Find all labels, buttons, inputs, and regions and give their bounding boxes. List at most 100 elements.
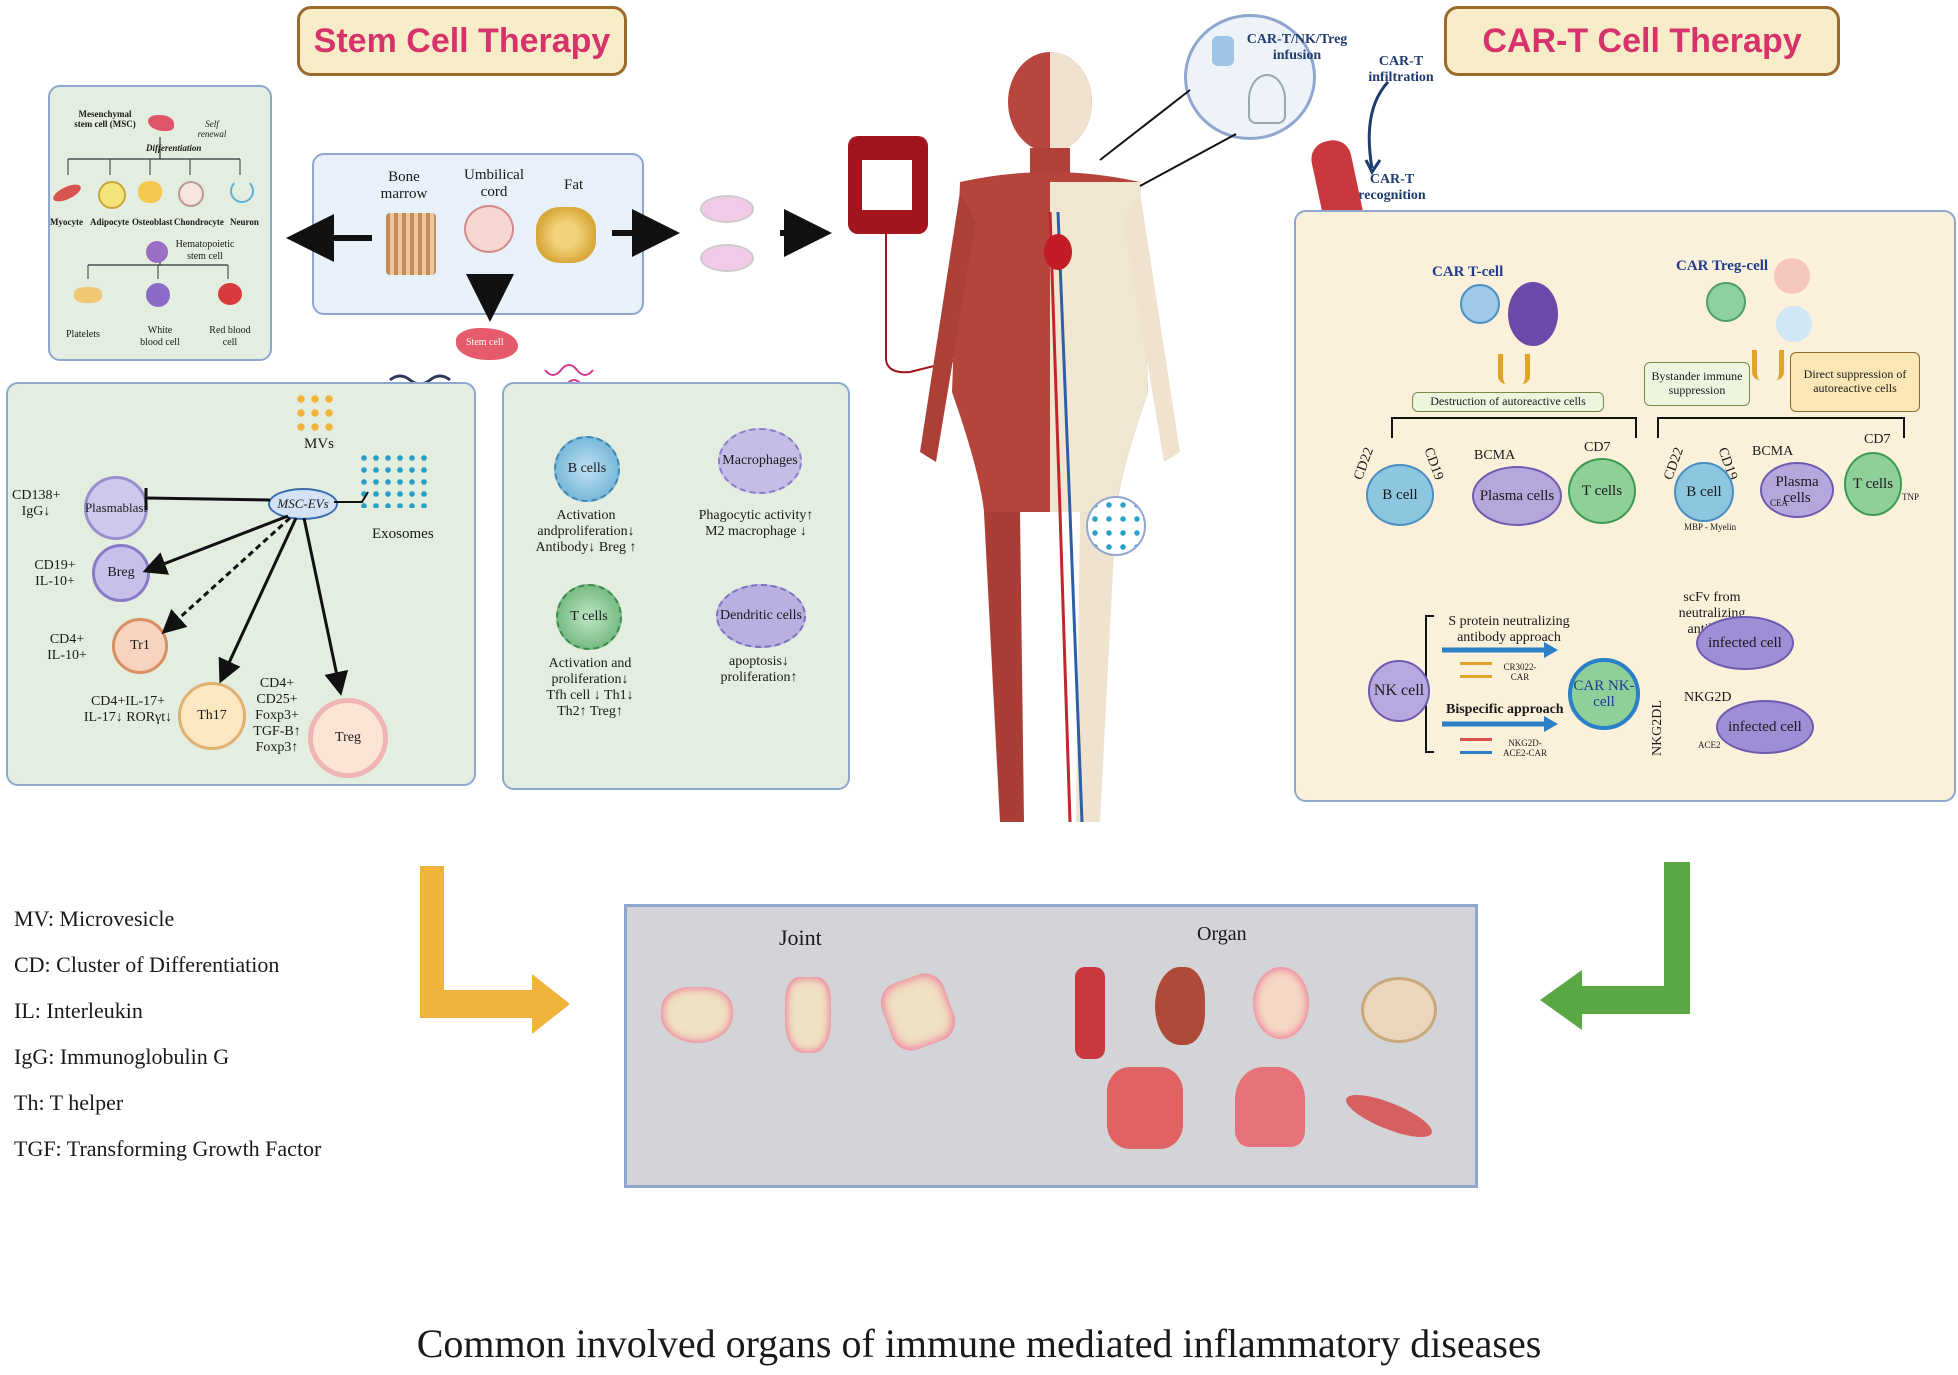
organs-panel: Joint Organ (624, 904, 1478, 1188)
white-blood-cell-label: White blood cell (140, 325, 180, 348)
legend-item: MV: Microvesicle (14, 906, 175, 931)
hematopoietic-cell-icon (146, 241, 168, 263)
muscle-icon (1341, 1086, 1437, 1146)
t-cells-target: T cells (1568, 458, 1636, 524)
bone-marrow-label: Bone marrow (380, 169, 428, 203)
dendritic-cells-node: Dendritic cells (716, 584, 806, 648)
osteoblast-label: Osteoblast (132, 217, 173, 227)
tnp-label: TNP (1902, 492, 1920, 502)
exosomes-label: Exosomes (372, 526, 434, 542)
joint-heading: Joint (779, 925, 822, 950)
fat-label: Fat (564, 177, 584, 193)
infected-cell-1: infected cell (1696, 616, 1794, 670)
t-cells-target-right: T cells (1844, 452, 1902, 516)
patient-icon (1248, 74, 1286, 124)
msc-ev-panel: MVs Exosomes MSC-EVs CD138+ IgG↓ Plasmab… (6, 382, 476, 786)
mvs-icon (294, 392, 338, 432)
myocyte-label: Myocyte (50, 217, 83, 227)
macrophages-effect: Phagocytic activity↑ M2 macrophage ↓ (698, 508, 814, 540)
spinal-cord-icon (1361, 977, 1437, 1043)
cea-label: CEA (1770, 498, 1788, 508)
treg-target-icon (1776, 306, 1812, 342)
legend-item: IgG: Immunoglobulin G (14, 1044, 230, 1069)
human-body-figure (920, 52, 1180, 842)
car-t-panel: CAR T-cell CAR Treg-cell Destruction of … (1294, 210, 1956, 802)
fat-icon (536, 207, 596, 263)
cart-recognition-label: CAR-T recognition (1358, 172, 1426, 204)
target-cell-icon (1508, 282, 1558, 346)
platelets-icon (74, 287, 102, 303)
exosomes-icon (358, 452, 428, 508)
treg-antibody-icon (1752, 350, 1784, 380)
chondrocyte-label: Chondrocyte (174, 217, 224, 227)
msc-cell-icon (148, 115, 174, 131)
car-treg-cell-icon (1706, 282, 1746, 322)
knee-icon (875, 967, 961, 1057)
treg-markers: CD4+ CD25+ Foxp3+ TGF-B↑ Foxp3↑ (253, 676, 301, 756)
treg-cell: Treg (308, 698, 388, 778)
umbilical-cord-icon (464, 205, 514, 253)
cd7-label-right: CD7 (1864, 432, 1891, 447)
white-blood-cell-icon (146, 283, 170, 307)
stem-cell-icon (456, 328, 518, 360)
bone-marrow-icon (386, 213, 436, 275)
osteoblast-icon (138, 181, 162, 203)
organ-heading: Organ (1197, 923, 1247, 945)
b-cells-effect: Activation andproliferation↓ Antibody↓ B… (535, 508, 637, 556)
bcma-label-right: BCMA (1752, 444, 1794, 459)
pelvis-icon (661, 987, 733, 1043)
bystander-label: Bystander immune suppression (1644, 362, 1750, 406)
red-blood-cell-label: Red blood cell (209, 325, 251, 348)
legend-item: Th: T helper (14, 1090, 124, 1115)
stem-cell-therapy-title: Stem Cell Therapy (297, 6, 627, 76)
red-blood-cell-icon (218, 283, 242, 305)
plasma-cells-target-right: Plasma cells (1760, 462, 1834, 518)
car-t-cell-therapy-title: CAR-T Cell Therapy (1444, 6, 1840, 76)
macrophages-node: Macrophages (718, 428, 802, 494)
b-cell-target: B cell (1366, 464, 1434, 526)
nkg2d-label: NKG2D (1684, 690, 1732, 705)
neuron-icon (230, 179, 254, 203)
t-cells-effect: Activation and proliferation↓ Tfh cell ↓… (546, 656, 634, 720)
plasmablast-cell: Plasmablast (84, 476, 148, 540)
exosome-bubble-icon (1086, 496, 1146, 556)
tr1-cell: Tr1 (112, 618, 168, 674)
direct-suppression-label: Direct suppression of autoreactive cells (1790, 352, 1920, 412)
destruction-label: Destruction of autoreactive cells (1412, 392, 1604, 412)
car-t-cell-label: CAR T-cell (1432, 264, 1504, 280)
car-treg-cell-label: CAR Treg-cell (1676, 258, 1769, 274)
car-nk-cell-node: CAR NK-cell (1568, 658, 1640, 730)
msc-differentiation-panel: Mesenchymal stem cell (MSC) Self renewal… (48, 85, 272, 361)
chondrocyte-icon (178, 181, 204, 207)
petri-dish-icon (700, 195, 754, 223)
infusion-bag-icon (848, 136, 928, 234)
th17-markers: CD4+IL-17+ IL-17↓ RORγt↓ (83, 694, 173, 726)
cr3022-car-label: CR3022-CAR (1503, 662, 1537, 683)
th17-cell: Th17 (178, 682, 246, 750)
dendritic-cells-effect: apoptosis↓ proliferation↑ (720, 654, 798, 686)
breg-markers: CD19+ IL-10+ (34, 558, 76, 590)
mbp-myelin-label: MBP - Myelin (1684, 522, 1737, 532)
mvs-label: MVs (304, 436, 335, 452)
adipocyte-icon (98, 181, 126, 209)
b-cells-node: B cells (554, 436, 620, 502)
intestine-icon (1107, 1067, 1183, 1149)
plasma-cells-target: Plasma cells (1472, 466, 1562, 526)
dna-icon (1460, 662, 1492, 678)
abbreviation-legend: MV: Microvesicle CD: Cluster of Differen… (0, 906, 420, 1176)
cart-infiltration-label: CAR-T infiltration (1368, 54, 1434, 86)
legend-item: CD: Cluster of Differentiation (14, 952, 280, 977)
bcma-label: BCMA (1474, 448, 1516, 463)
head-icon (1253, 967, 1309, 1039)
bispecific-approach-label: Bispecific approach (1446, 702, 1564, 717)
umbilical-cord-label: Umbilical cord (464, 167, 524, 201)
car-t-cell-icon (1460, 284, 1500, 324)
stem-cell-label: Stem cell (466, 337, 504, 348)
breg-cell: Breg (92, 544, 150, 602)
neuron-label: Neuron (230, 217, 259, 227)
cart-brackets (1391, 417, 1905, 753)
legend-item: IL: Interleukin (14, 998, 143, 1023)
